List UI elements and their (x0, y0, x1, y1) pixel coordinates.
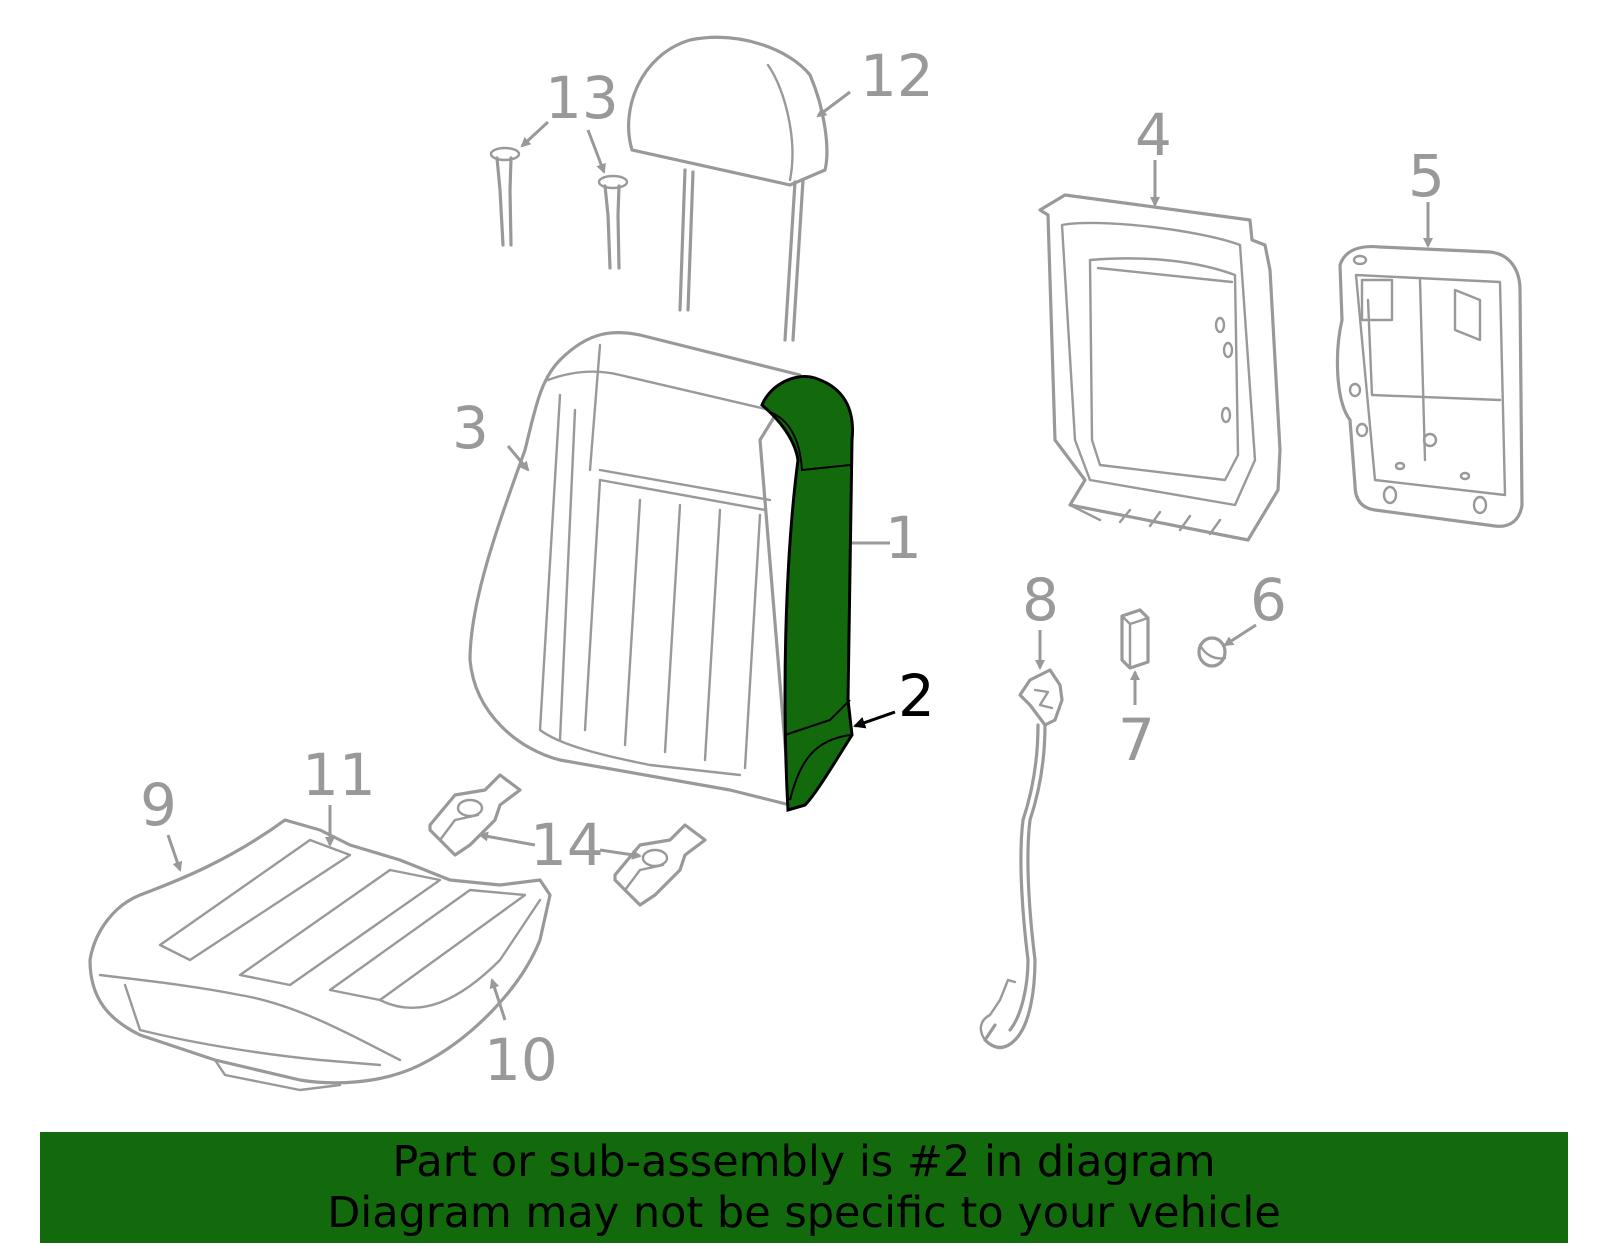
callout-8[interactable]: 8 (1022, 566, 1059, 634)
callout-5[interactable]: 5 (1408, 142, 1445, 210)
part-14-clips[interactable] (428, 773, 707, 907)
part-5-rear-panel[interactable] (1335, 244, 1524, 528)
callout-11[interactable]: 11 (302, 741, 376, 809)
banner-line-disclaimer: Diagram may not be specific to your vehi… (327, 1187, 1281, 1238)
callout-14[interactable]: 14 (530, 811, 604, 879)
leader-lines (166, 90, 1433, 1021)
callout-3[interactable]: 3 (452, 394, 489, 462)
callout-4[interactable]: 4 (1135, 101, 1172, 169)
part-4-seatback-frame[interactable] (1038, 193, 1282, 542)
callout-1[interactable]: 1 (885, 504, 922, 572)
callout-10[interactable]: 10 (484, 1026, 558, 1094)
part-12-headrest[interactable] (627, 35, 829, 342)
parts-diagram: 12 13 4 5 3 1 2 8 6 7 11 9 14 10 (88, 35, 1524, 1094)
callout-labels: 12 13 4 5 3 1 2 8 6 7 11 9 14 10 (140, 42, 1445, 1094)
part-2-side-bolster[interactable] (760, 375, 855, 812)
callout-13[interactable]: 13 (545, 64, 619, 132)
callout-6[interactable]: 6 (1250, 566, 1287, 634)
part-9-seat-cushion[interactable] (88, 818, 552, 1092)
callout-7[interactable]: 7 (1118, 706, 1155, 774)
callout-2[interactable]: 2 (898, 662, 935, 730)
part-8-sensor-harness[interactable] (979, 668, 1064, 1050)
info-banner: Part or sub-assembly is #2 in diagram Di… (40, 1132, 1568, 1243)
callout-12[interactable]: 12 (860, 42, 934, 110)
part-3-seatback-cover[interactable] (468, 330, 802, 807)
callout-9[interactable]: 9 (140, 771, 177, 839)
part-13-headrest-guides[interactable] (489, 146, 629, 270)
part-6-fastener[interactable] (1197, 636, 1227, 668)
banner-line-part-note: Part or sub-assembly is #2 in diagram (392, 1136, 1216, 1187)
part-7-clip[interactable] (1120, 608, 1150, 670)
